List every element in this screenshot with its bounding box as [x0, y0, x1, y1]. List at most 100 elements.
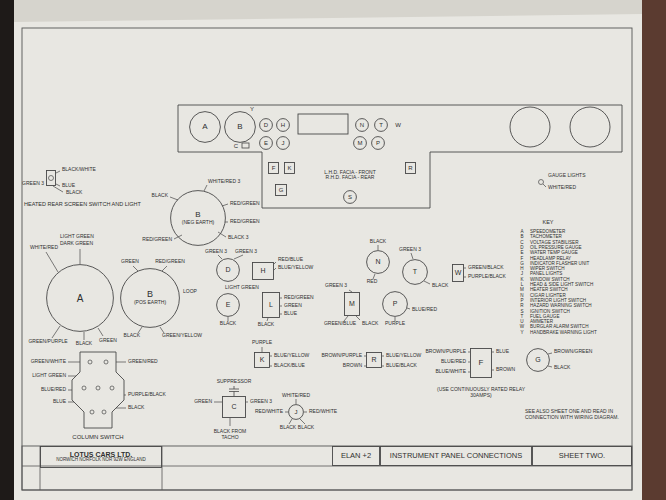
component-label: W: [455, 269, 462, 277]
facia-outline: L.H.D. FACIA - FRONTR.H.D. FACIA - REARA…: [178, 103, 624, 211]
component-circle: P: [382, 291, 408, 317]
component-circle: A: [46, 264, 114, 332]
key-entry: INTERIOR LIGHT SWITCH: [530, 298, 586, 303]
column-switch-outline: [72, 352, 124, 428]
key-entry: A: [520, 229, 523, 234]
key-entry: M: [520, 288, 524, 293]
component-label: COLUMN SWITCH: [72, 434, 123, 441]
circle-outline: [260, 137, 273, 150]
wire-colour-label: BLUE: [284, 311, 297, 317]
component-label: N: [360, 122, 364, 129]
component-box: C: [222, 396, 246, 418]
component-circle: D: [216, 258, 240, 282]
key-entry: E: [520, 251, 523, 256]
key-entry: VOLTAGE STABILISER: [530, 240, 579, 245]
node-text-holder: N: [366, 250, 390, 274]
title-text: NORWICH NORFOLK NOR 92W ENGLAND: [56, 458, 146, 463]
component-label: R: [371, 356, 376, 364]
wire-colour-label: BLUE/YELLOW: [278, 265, 313, 271]
component-label: K: [260, 356, 265, 364]
wire-colour-label: BLACK/BLUE: [274, 363, 305, 369]
component-circle: E: [216, 293, 240, 317]
key-entry: IGNITION SWITCH: [530, 309, 570, 314]
component-label: M: [349, 300, 355, 308]
wire-colour-label: BLUE/WHITE: [435, 369, 466, 375]
component-label: B: [237, 123, 242, 132]
key-heading: KEY: [542, 219, 553, 225]
key-entry: F: [521, 256, 524, 261]
drawing-frame: [22, 28, 632, 490]
wire-colour-label: GREEN/YELLOW: [162, 333, 202, 339]
wire-colour-label: BLUE: [62, 183, 75, 189]
wire-colour-label: BLUE/YELLOW: [386, 353, 421, 359]
key-entry: L: [521, 282, 524, 287]
wire-colour-label: BLACK: [432, 283, 448, 289]
wire-colour-label: WHITE/RED: [30, 245, 58, 251]
wire-colour-label: RED: [367, 279, 378, 285]
facia-group: [178, 105, 622, 208]
carpet-edge: [640, 0, 666, 500]
node-text-holder: INSTRUMENT PANEL CONNECTIONS: [380, 446, 532, 466]
box-outline: [47, 171, 56, 186]
box-outline: [367, 353, 382, 368]
component-circle: A: [189, 111, 221, 143]
facia-letter: C: [234, 143, 238, 150]
node-text-holder: S: [343, 190, 357, 204]
component-box: H: [252, 262, 274, 280]
switch-pin: [96, 386, 100, 390]
component-box: K: [284, 162, 295, 174]
circle-outline: [260, 119, 273, 132]
component-label: S: [348, 194, 352, 201]
component-circle: P: [371, 136, 385, 150]
circle-outline: [190, 112, 221, 143]
node-text-holder: T: [374, 118, 388, 132]
node-outline: [46, 170, 56, 186]
box-outline: [269, 163, 279, 174]
component-label: C: [231, 403, 236, 411]
wire-colour-label: BLACK: [298, 425, 314, 431]
wire-colour-label: GREEN: [194, 399, 212, 405]
key-entry: HEAD & SIDE LIGHT SWITCH: [530, 282, 593, 287]
key-entry: HAZARD WARNING SWITCH: [530, 304, 592, 309]
component-circle: N: [366, 250, 390, 274]
wire-colour-label: PURPLE: [385, 321, 405, 327]
component-label: K: [287, 165, 291, 172]
wire-colour-label: RED/GREEN: [284, 295, 314, 301]
key-entry: K: [520, 277, 523, 282]
node-text-holder: LOTUS CARS LTD.NORWICH NORFOLK NOR 92W E…: [40, 446, 162, 468]
wire-colour-label: GREEN: [284, 303, 302, 309]
key-entry: WATER TEMP GAUGE: [530, 251, 578, 256]
component-label: A: [202, 123, 207, 132]
key-entry: SPEEDOMETER: [530, 229, 565, 234]
node-text-holder: L: [262, 292, 280, 318]
facia-display-aperture: [298, 114, 348, 134]
node-text-holder: H: [276, 118, 290, 132]
wire-colour-label: RED/WHITE: [309, 409, 337, 415]
key-entry: R: [520, 304, 523, 309]
wire-colour-label: BLACK: [362, 321, 378, 327]
component-label: R: [408, 165, 412, 172]
wire-colour-label: BLUE: [53, 399, 66, 405]
wire-colour-label: DARK GREEN: [60, 241, 93, 247]
wire-colour-label: GREEN/BLACK: [468, 265, 504, 271]
node-text-holder: W: [452, 264, 464, 282]
key-entry: OIL PRESSURE GAUGE: [530, 245, 582, 250]
note-text: SEE ALSO SHEET ONE AND READ IN CONNECTIO…: [525, 409, 625, 420]
title-text: INSTRUMENT PANEL CONNECTIONS: [390, 452, 522, 460]
wire-colour-label: RED/GREEN: [230, 219, 260, 225]
wire-colour-label: BROWN/PURPLE: [321, 353, 362, 359]
column-switch-block: COLUMN SWITCH: [72, 352, 124, 430]
component-box: L: [262, 292, 280, 318]
component-circle: D: [259, 118, 273, 132]
node-text-holder: P: [382, 291, 408, 317]
circle-outline: [289, 405, 304, 420]
component-box: HEATED REAR SCREEN SWITCH AND LIGHT: [46, 170, 56, 186]
wire-colour-label: BLUE/RED: [412, 307, 437, 313]
component-label: B: [195, 211, 200, 220]
switch-pin: [110, 386, 114, 390]
component-circle: S: [343, 190, 357, 204]
box-outline: [381, 447, 532, 466]
box-outline: [453, 265, 464, 282]
box-outline: [223, 397, 246, 418]
